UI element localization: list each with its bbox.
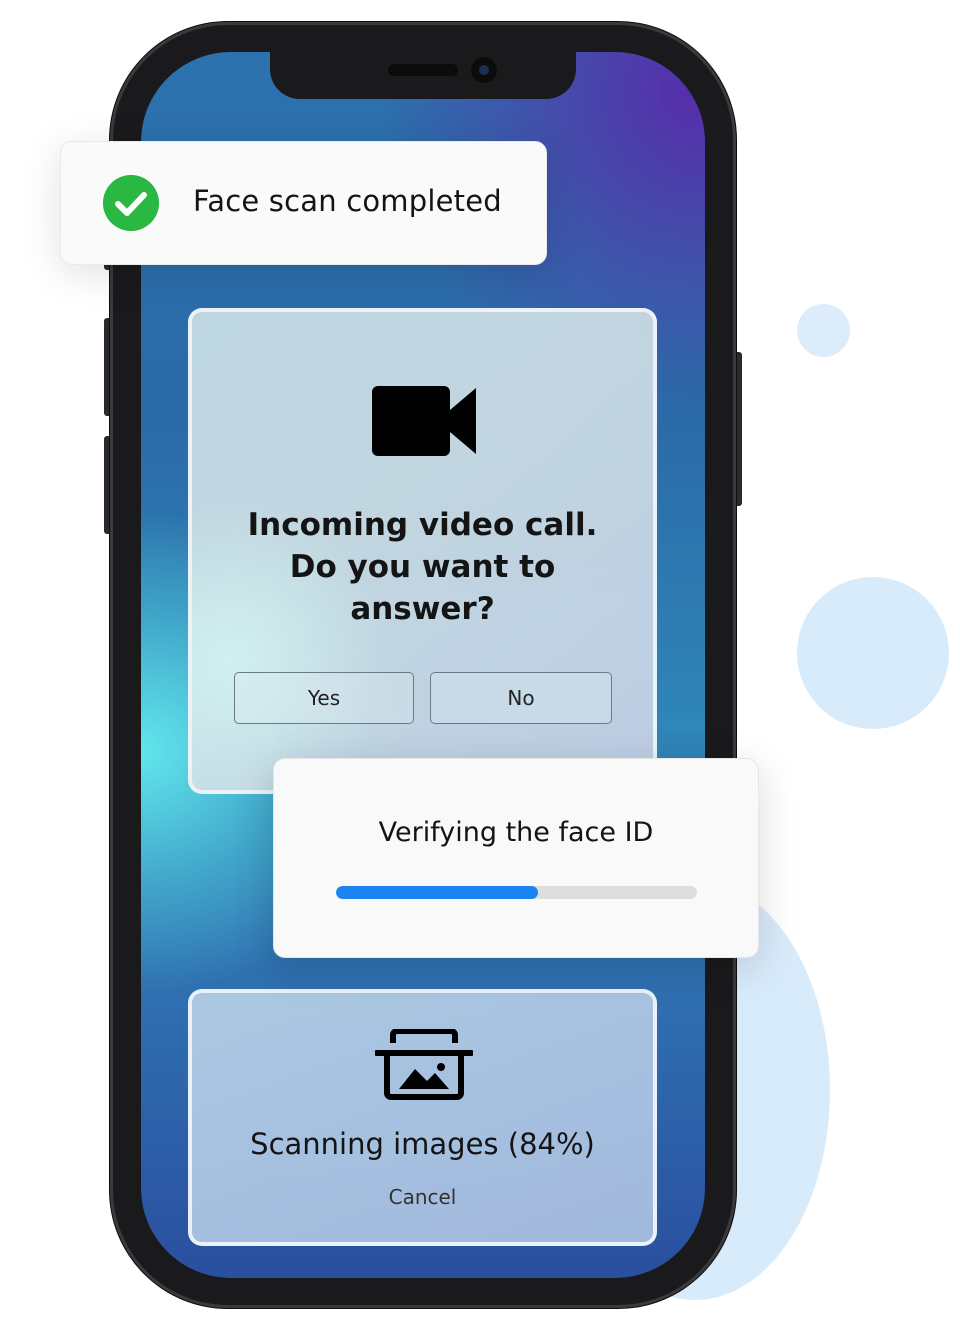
scanning-images-card: Scanning images (84%) Cancel	[188, 989, 657, 1246]
face-scan-toast: Face scan completed	[60, 141, 547, 265]
verifying-title: Verifying the face ID	[378, 817, 654, 848]
verify-progress-fill	[336, 886, 539, 899]
front-camera-icon	[471, 57, 497, 83]
answer-no-button[interactable]: No	[430, 672, 612, 724]
phone-speaker	[388, 64, 458, 76]
call-message-line: Do you want to	[289, 549, 556, 585]
incoming-call-card: Incoming video call. Do you want to answ…	[188, 308, 657, 794]
decorative-bubble-medium	[797, 577, 949, 729]
incoming-call-message: Incoming video call. Do you want to answ…	[192, 504, 653, 630]
phone-volume-down-button	[104, 436, 112, 534]
scanning-progress-text: Scanning images (84%)	[250, 1127, 595, 1161]
call-message-line: Incoming video call.	[247, 507, 598, 543]
call-message-line: answer?	[350, 591, 495, 627]
phone-power-button	[734, 352, 742, 506]
verify-progress-bar	[336, 886, 697, 899]
phone-volume-up-button	[104, 318, 112, 416]
answer-yes-button[interactable]: Yes	[234, 672, 414, 724]
decorative-bubble-small	[797, 304, 850, 357]
cancel-scan-link[interactable]: Cancel	[388, 1185, 457, 1209]
image-scan-icon	[375, 1029, 473, 1100]
toast-message: Face scan completed	[193, 184, 502, 218]
verifying-face-id-card: Verifying the face ID	[273, 758, 759, 958]
check-circle-icon	[103, 175, 159, 231]
video-camera-icon	[372, 386, 476, 456]
